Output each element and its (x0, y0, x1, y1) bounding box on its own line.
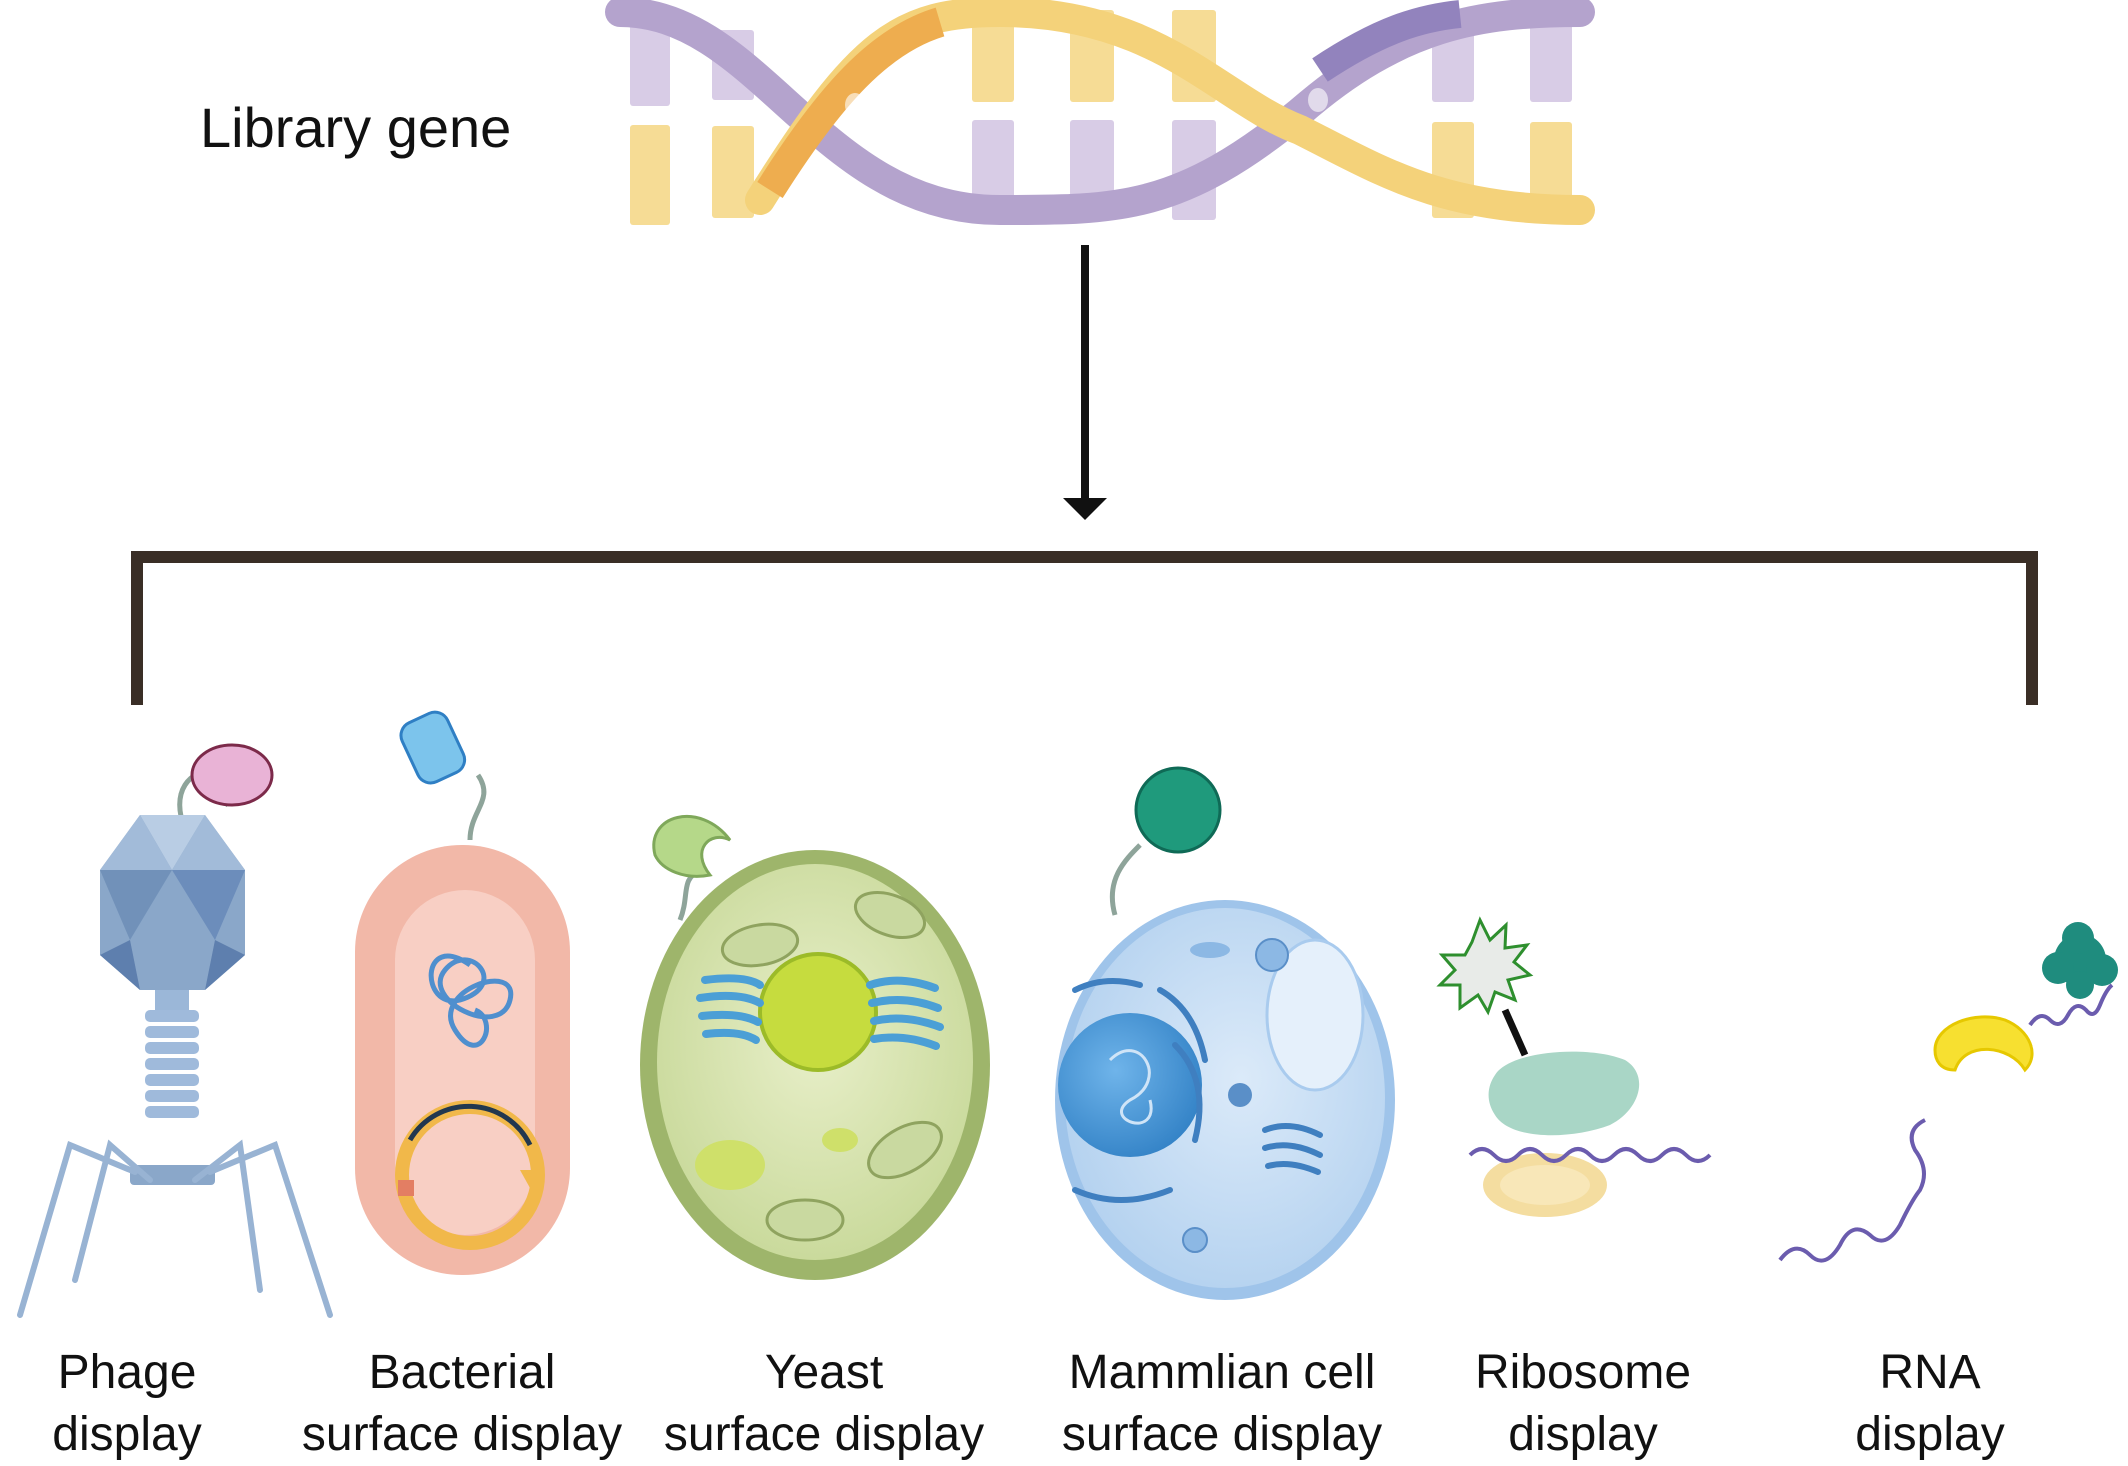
label-line-1: Yeast (764, 1346, 884, 1399)
yeast-cell-icon (640, 815, 990, 1280)
label-line-2: display (52, 1408, 202, 1461)
label-bacterial: Bacterial surface display (282, 1342, 642, 1466)
bracket-connector (131, 551, 2038, 705)
label-line-2: display (1855, 1408, 2005, 1461)
ribosome-icon (1436, 916, 1712, 1217)
mammalian-cell-icon (1055, 766, 1395, 1300)
library-gene-label: Library gene (200, 96, 512, 159)
label-phage: Phage display (0, 1342, 307, 1466)
down-arrow-icon (1063, 245, 1107, 520)
label-rna: RNA display (1750, 1342, 2110, 1466)
bacterium-icon (355, 710, 570, 1275)
label-line-1: Ribosome (1474, 1346, 1692, 1399)
label-line-1: Phage (57, 1346, 197, 1399)
label-line-1: RNA (1879, 1346, 1981, 1399)
label-line-1: Mammlian cell (1068, 1346, 1376, 1399)
bacteriophage-icon (17, 743, 333, 1318)
label-mammalian: Mammlian cell surface display (1042, 1342, 1402, 1466)
label-ribosome: Ribosome display (1403, 1342, 1763, 1466)
label-line-2: display (1508, 1408, 1658, 1461)
dna-helix-icon (605, 0, 1595, 226)
label-line-1: Bacterial (368, 1346, 556, 1399)
label-yeast: Yeast surface display (644, 1342, 1004, 1466)
label-line-2: surface display (1061, 1408, 1383, 1461)
dna-strand-a (605, 0, 1595, 226)
label-line-2: surface display (301, 1408, 623, 1461)
rna-complex-icon (1778, 922, 2118, 1263)
label-line-2: surface display (663, 1408, 985, 1461)
